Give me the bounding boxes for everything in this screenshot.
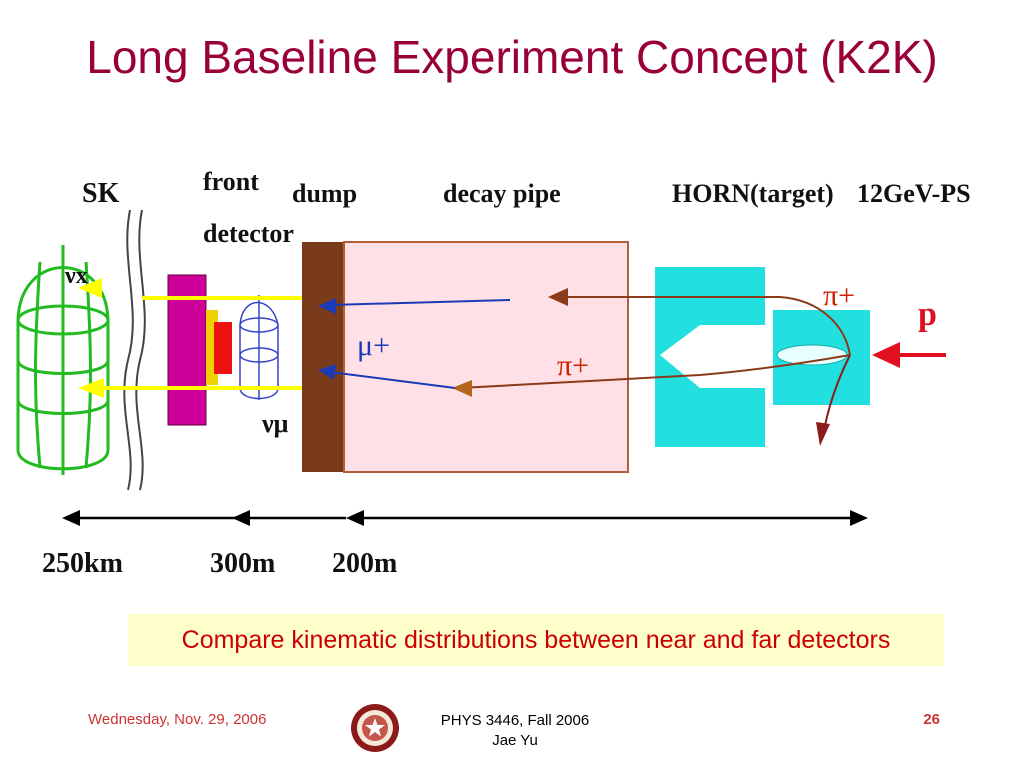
label-mu-plus: μ+ bbox=[357, 329, 390, 362]
label-sk: SK bbox=[82, 178, 120, 209]
distance-300m: 300m bbox=[210, 548, 275, 579]
distance-200m: 200m bbox=[332, 548, 397, 579]
horn bbox=[655, 267, 765, 447]
front-detector-block-red bbox=[214, 322, 232, 374]
label-nu-mu: νμ bbox=[261, 409, 289, 438]
university-seal-icon bbox=[351, 704, 399, 752]
near-detector-outline bbox=[239, 295, 279, 400]
distance-scale bbox=[62, 510, 868, 526]
sk-detector bbox=[16, 245, 110, 475]
distance-break-lines bbox=[123, 209, 146, 491]
label-nu-x: νx bbox=[64, 263, 88, 289]
muon-tracks bbox=[329, 299, 511, 389]
label-horn: HORN(target) bbox=[672, 179, 834, 208]
footer-author: Jae Yu bbox=[492, 732, 538, 749]
page-number: 26 bbox=[923, 711, 940, 728]
decay-pipe bbox=[343, 241, 629, 473]
k2k-diagram: SK front detector dump decay pipe HORN(t… bbox=[16, 167, 971, 579]
deflected-track bbox=[823, 354, 851, 431]
footer-date: Wednesday, Nov. 29, 2006 bbox=[88, 711, 267, 728]
muon-arrow-mid bbox=[318, 364, 336, 380]
pion-arrow-top bbox=[548, 288, 568, 306]
deflected-arrow bbox=[816, 422, 830, 446]
muon-arrow-top bbox=[318, 298, 336, 314]
proton-beam-arrowhead bbox=[872, 342, 900, 368]
label-proton: p bbox=[918, 296, 937, 333]
footer-course-block: PHYS 3446, Fall 2006 Jae Yu bbox=[410, 711, 620, 751]
label-pi-plus-mid: π+ bbox=[557, 349, 589, 382]
label-detector: detector bbox=[203, 219, 294, 248]
slide-title: Long Baseline Experiment Concept (K2K) bbox=[86, 31, 938, 83]
neutrino-beams bbox=[78, 278, 302, 398]
label-ps: 12GeV-PS bbox=[857, 179, 971, 208]
caption-box: Compare kinematic distributions between … bbox=[128, 614, 944, 666]
label-front: front bbox=[203, 167, 259, 196]
beam-dump bbox=[302, 242, 344, 472]
label-decay-pipe: decay pipe bbox=[443, 179, 561, 208]
footer-course: PHYS 3446, Fall 2006 bbox=[440, 712, 590, 729]
distance-250km: 250km bbox=[42, 548, 123, 579]
label-pi-plus-top: π+ bbox=[823, 279, 855, 312]
pion-tracks bbox=[459, 296, 851, 389]
pion-arrow-mid bbox=[452, 380, 472, 397]
label-dump: dump bbox=[292, 179, 357, 208]
